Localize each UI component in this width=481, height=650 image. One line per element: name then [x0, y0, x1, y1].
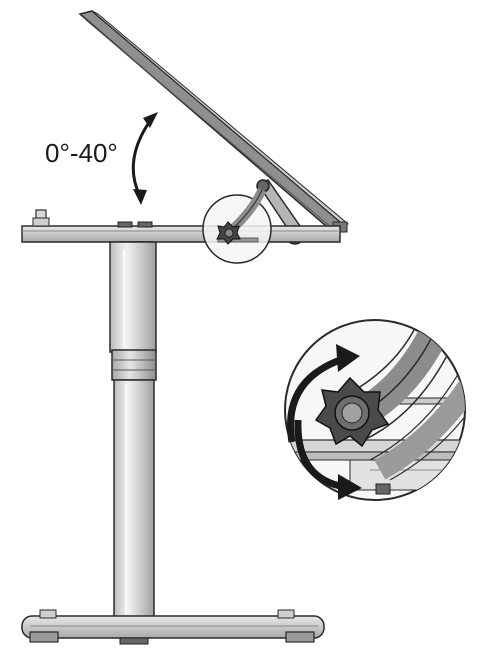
angle-arrow-bottom — [133, 189, 147, 205]
small-detail-circle — [202, 188, 272, 264]
base-foot — [21, 609, 325, 645]
angle-label: 0°-40° — [45, 138, 118, 168]
rotate-arrows-icon — [287, 344, 362, 500]
tilting-tabletop — [78, 10, 349, 233]
star-knob — [314, 376, 390, 448]
height-column — [109, 241, 157, 619]
angle-indicator: 0°-40° — [45, 112, 158, 205]
angle-arc — [131, 117, 154, 197]
angle-arrow-top — [143, 112, 158, 128]
